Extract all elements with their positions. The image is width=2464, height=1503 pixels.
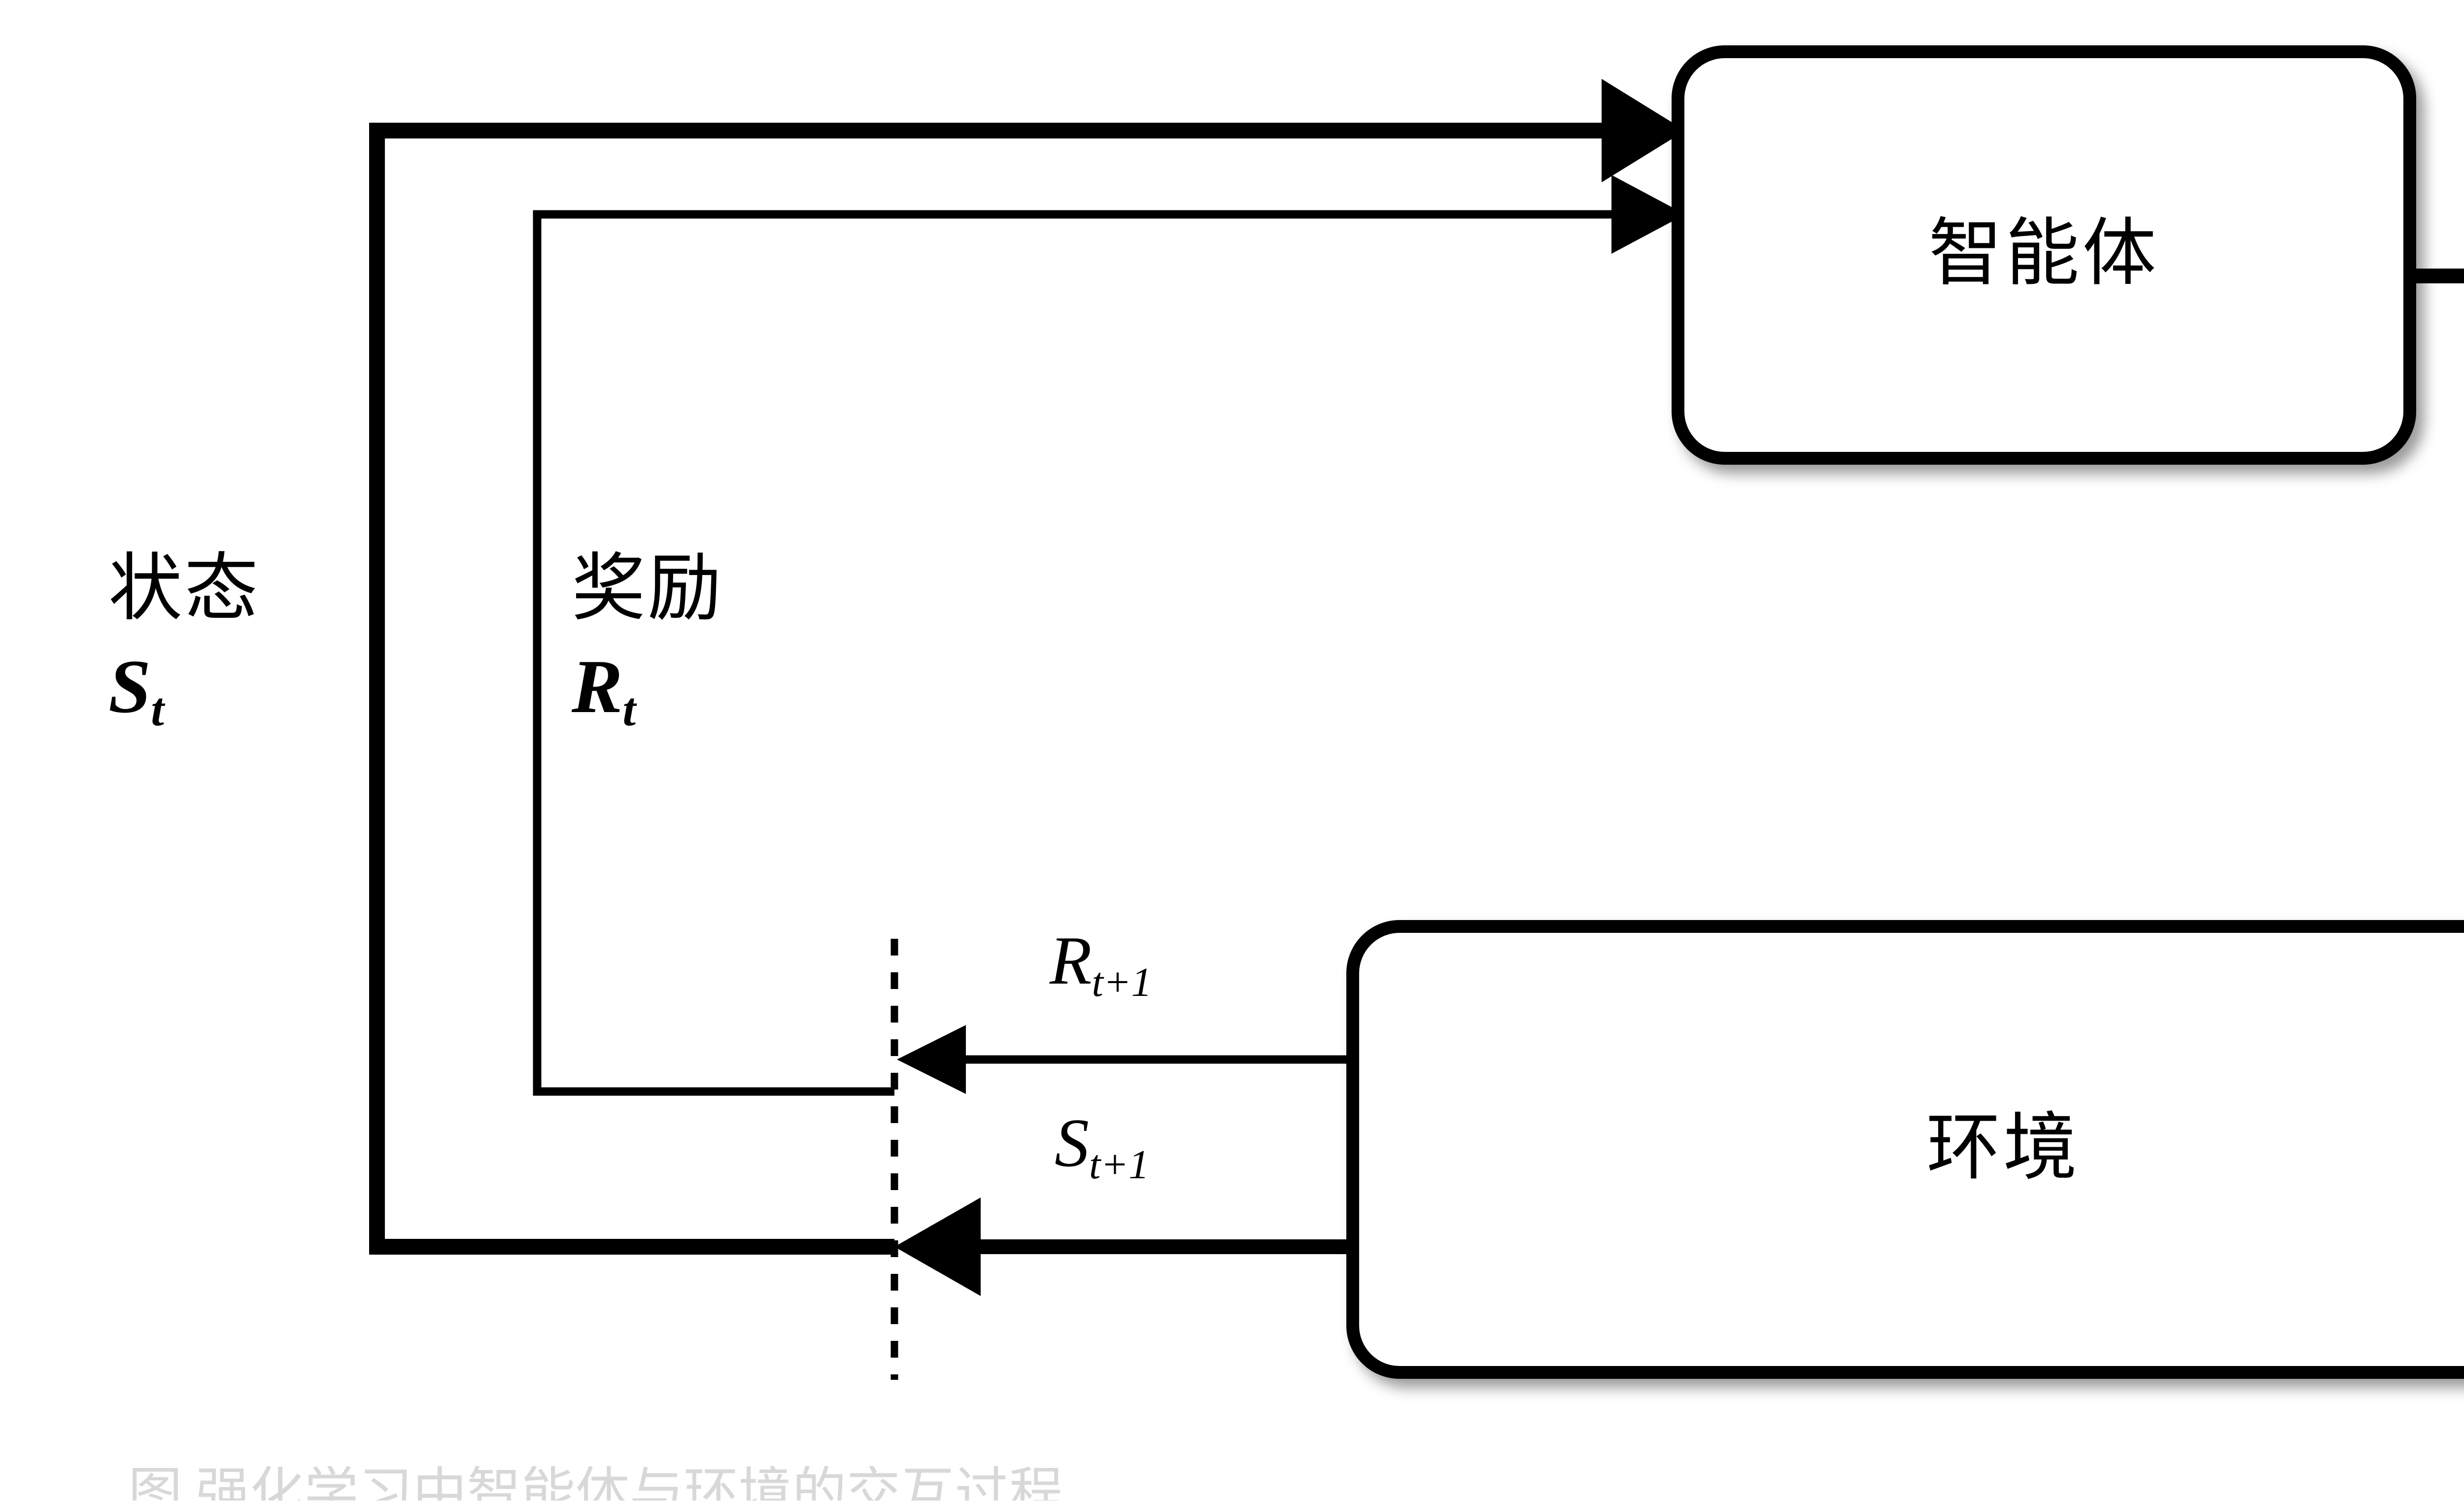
reward-label: 奖励 Rt: [572, 552, 723, 733]
figure-caption: 图 强化学习中智能体与环境的交互过程: [128, 1466, 1063, 1501]
reward-label-symbol: Rt: [572, 644, 636, 736]
reward-next-label: Rt+1: [1050, 922, 1152, 1006]
state-feedback-path: [369, 123, 1602, 1255]
reward-next-arrowhead-icon: [897, 1025, 966, 1094]
state-next-arrowhead-icon: [894, 1197, 981, 1296]
environment-box-label: 环境: [1926, 1107, 2080, 1189]
environment-box[interactable]: [1346, 920, 2464, 1379]
state-label-word: 状态: [108, 548, 261, 630]
state-arrowhead-icon: [1602, 79, 1685, 182]
reward-arrowhead-icon: [1611, 175, 1685, 254]
reward-label-word: 奖励: [572, 548, 724, 630]
state-label-symbol: St: [108, 644, 164, 736]
reward-feedback-path: [533, 210, 1611, 1096]
state-label: 状态 St: [108, 552, 260, 733]
agent-box-label: 智能体: [1928, 213, 2159, 295]
state-next-label: St+1: [1055, 1105, 1150, 1188]
agent-box[interactable]: [1672, 45, 2416, 465]
